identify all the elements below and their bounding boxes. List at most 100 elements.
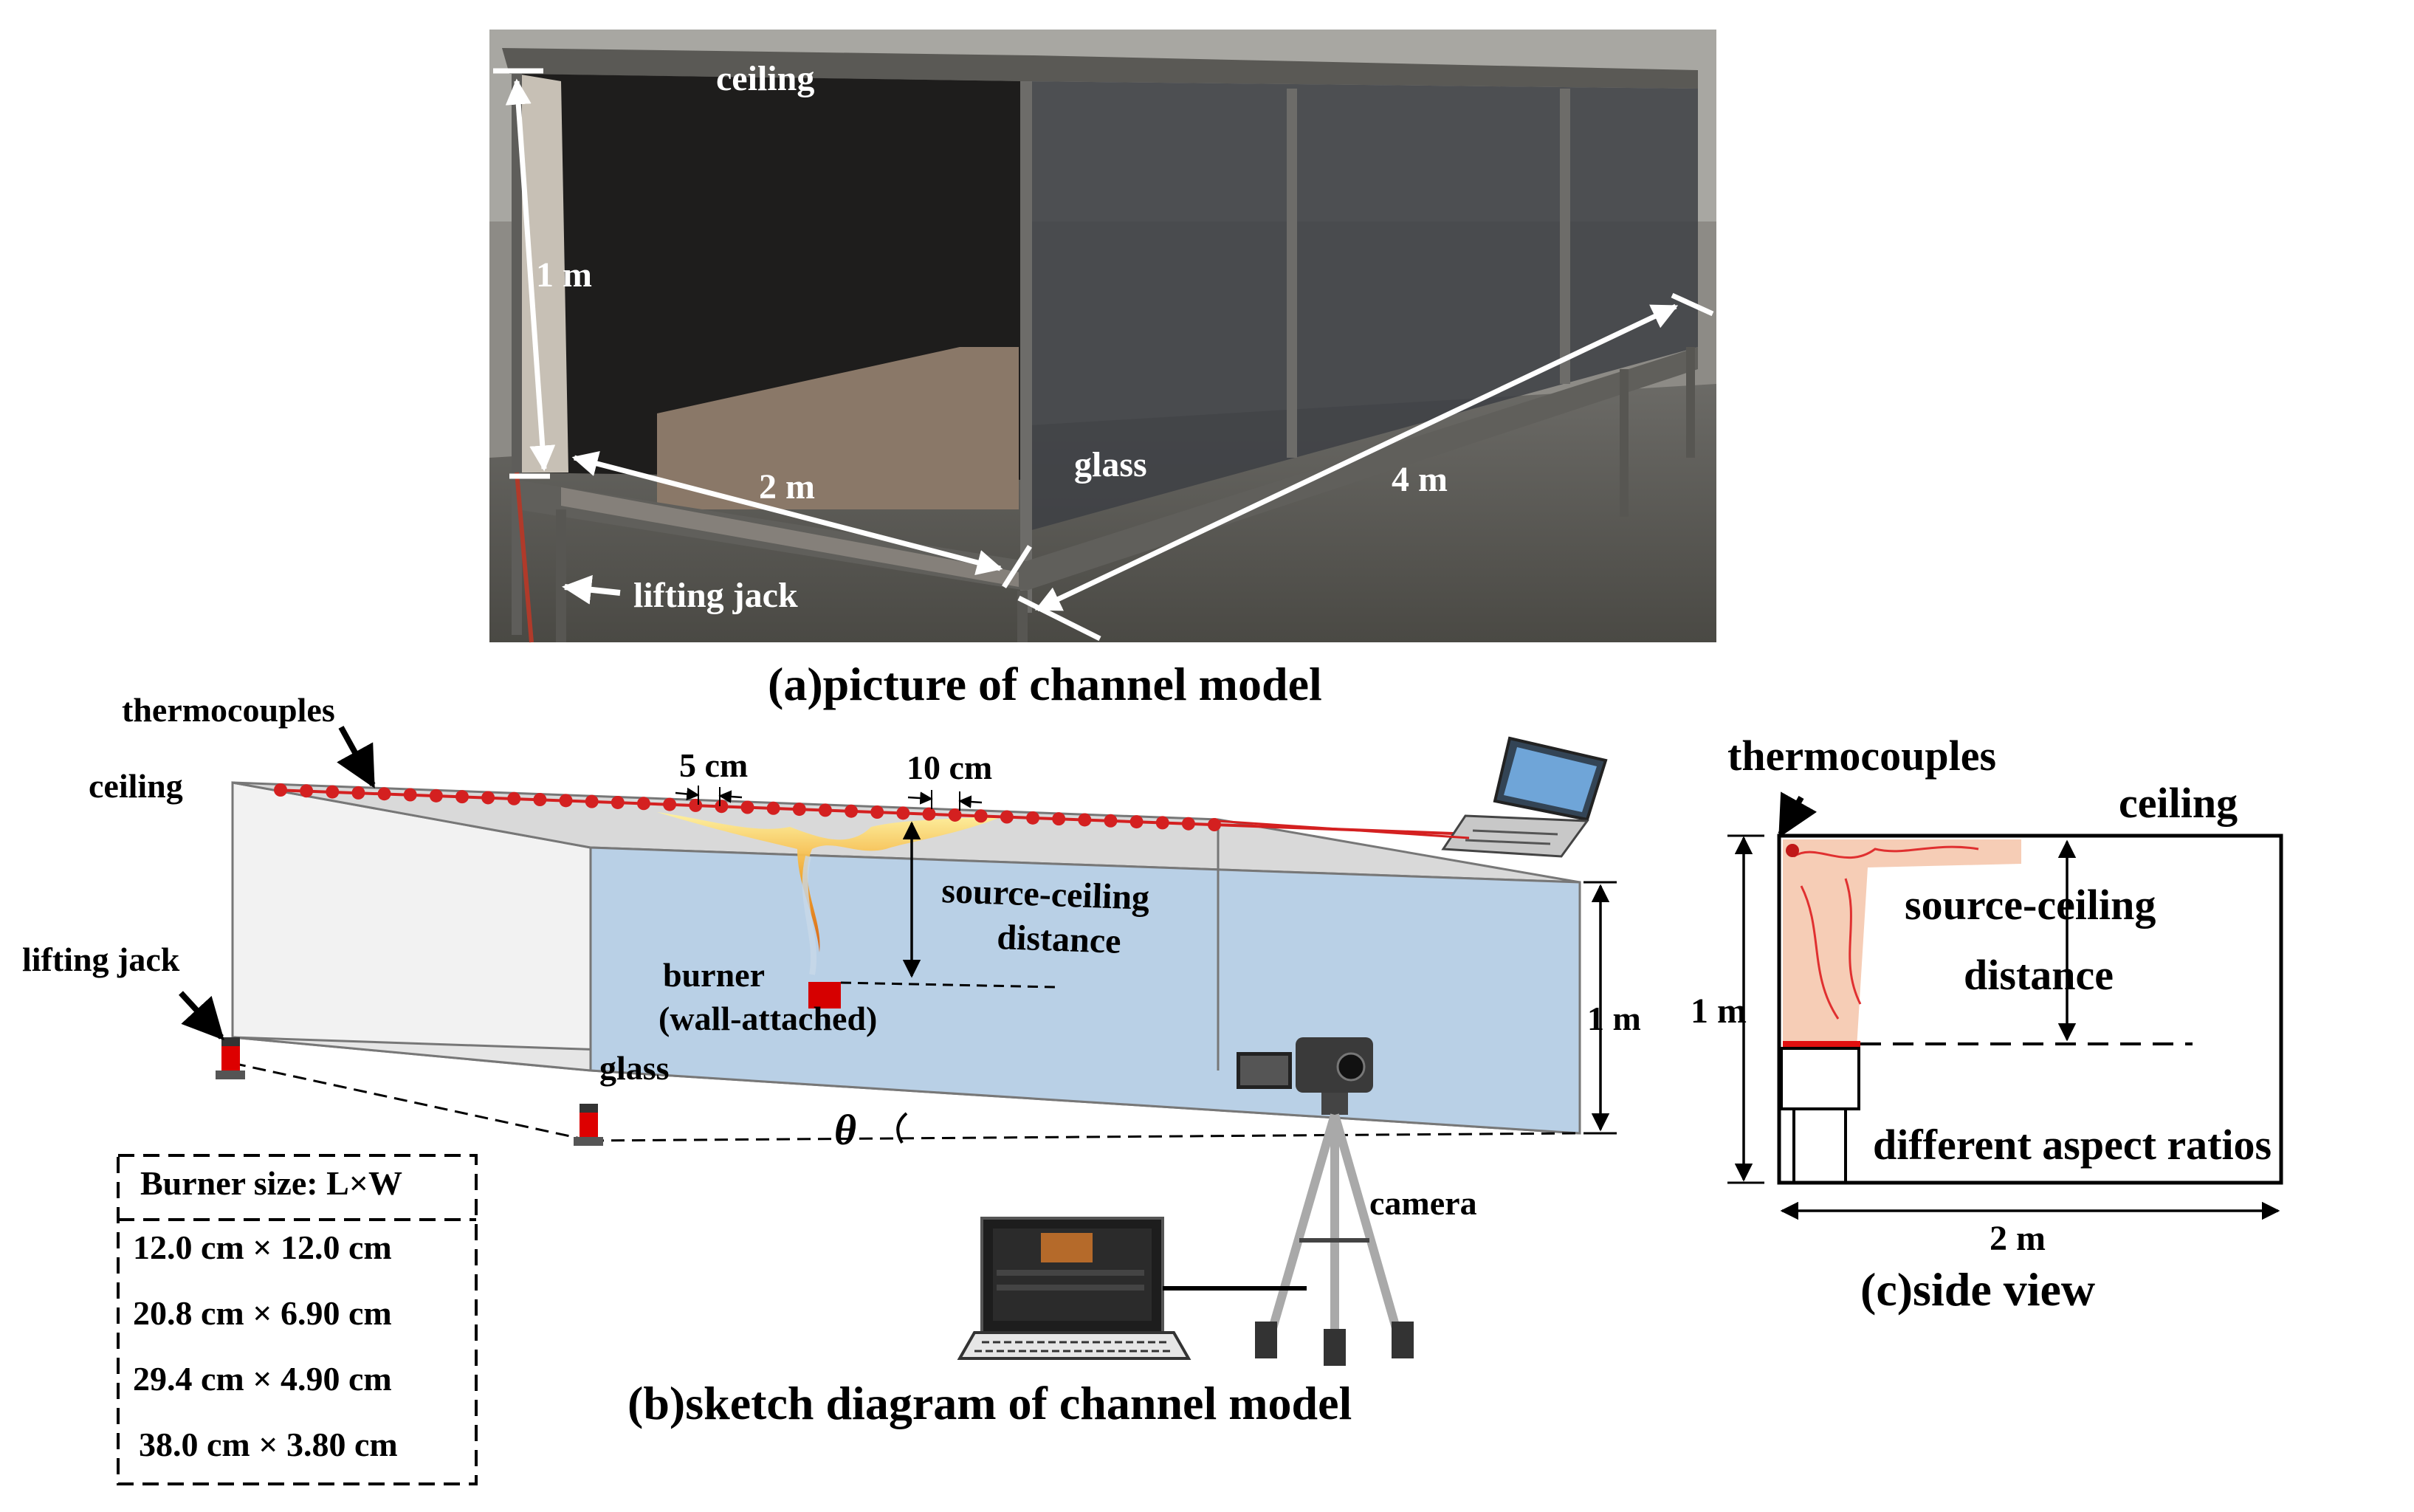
- thermocouple-dot: [1155, 816, 1169, 830]
- label-theta: θ: [834, 1106, 856, 1154]
- thermocouple-dot: [715, 800, 729, 814]
- label-width-c: 2 m: [1990, 1219, 2046, 1258]
- thermocouple-dot: [326, 785, 340, 799]
- label-aspect-ratios: different aspect ratios: [1873, 1121, 2272, 1169]
- photo-channel-model: [489, 30, 1716, 643]
- thermocouple-dot: [896, 806, 910, 820]
- thermocouple-dot: [429, 788, 443, 803]
- thermocouple-dot: [300, 784, 314, 798]
- caption-panel-b: (b)sketch diagram of channel model: [627, 1377, 1352, 1429]
- thermocouple-dot: [948, 808, 962, 822]
- thermocouple-dot: [559, 794, 573, 808]
- thermocouple-dot: [455, 790, 469, 804]
- thermocouple-point: [1786, 844, 1799, 857]
- thermocouple-dot: [1129, 815, 1144, 829]
- laptop-bottom-icon: [957, 1217, 1191, 1360]
- photo-label-ceiling: ceiling: [716, 59, 814, 98]
- thermocouples-arrow: [337, 726, 376, 788]
- label-height-c: 1 m: [1691, 992, 1747, 1031]
- thermocouple-dot: [403, 788, 417, 802]
- burner-size-item: 38.0 cm × 3.80 cm: [139, 1426, 398, 1463]
- ceiling-jet-streaks: [1793, 845, 1979, 1020]
- caption-panel-a: (a)picture of channel model: [768, 658, 1322, 710]
- thermocouple-dot: [1104, 814, 1118, 828]
- label-thermocouples-b: thermocouples: [122, 691, 335, 729]
- thermocouple-dot: [1026, 811, 1040, 825]
- thermocouple-dot: [1052, 812, 1066, 826]
- base-dashed-left: [232, 1062, 591, 1142]
- label-10cm: 10 cm: [907, 749, 992, 786]
- thermocouple-dot: [351, 786, 365, 800]
- thermocouple-dot: [611, 795, 625, 809]
- photo-dimension-2m: [571, 450, 1032, 588]
- side-view-outline: [1777, 834, 2283, 1185]
- thermocouple-dot: [845, 804, 859, 818]
- burner-size-item: 29.4 cm × 4.90 cm: [133, 1360, 392, 1398]
- thermocouple-dot: [974, 809, 988, 823]
- burner-size-box: [117, 1154, 478, 1485]
- caption-panel-c: (c)side view: [1860, 1263, 2095, 1316]
- laptop-icon: [1441, 736, 1608, 858]
- thermocouple-dot: [689, 798, 703, 812]
- label-ceiling-b: ceiling: [89, 767, 183, 805]
- label-burner: burner: [663, 956, 765, 994]
- spacing-marker-5cm: [675, 786, 743, 806]
- thermocouple-dot: [274, 783, 287, 797]
- camera-icon: [1237, 1037, 1373, 1115]
- thermocouple-dot: [1181, 817, 1195, 831]
- label-distance-c: distance: [1964, 951, 2114, 999]
- label-distance-b: distance: [997, 918, 1122, 961]
- label-height-b: 1 m: [1587, 1000, 1641, 1037]
- base-dashed-bottom: [590, 1132, 1581, 1142]
- label-camera: camera: [1369, 1184, 1477, 1222]
- label-ceiling-c: ceiling: [2119, 779, 2238, 827]
- burner-size-item: 20.8 cm × 6.90 cm: [133, 1294, 392, 1332]
- burner-size-item: 12.0 cm × 12.0 cm: [133, 1228, 392, 1266]
- photo-dimension-4m: [1017, 292, 1714, 642]
- thermocouple-dot: [1000, 810, 1014, 824]
- side-thermocouples-arrow: [1778, 791, 1818, 838]
- label-glass-b: glass: [599, 1049, 670, 1087]
- thermocouple-dot: [663, 797, 677, 811]
- tripod-icon: [1255, 1113, 1414, 1366]
- lifting-jack-arrow: [179, 991, 224, 1041]
- thermocouple-dot: [818, 803, 832, 817]
- thermocouple-dot: [636, 797, 650, 811]
- flame: [657, 812, 1004, 975]
- thermocouple-dot: [585, 794, 599, 808]
- thermocouple-dot: [922, 807, 936, 821]
- thermocouple-dot: [533, 793, 547, 807]
- thermocouple-dot: [1078, 813, 1092, 827]
- thermocouple-dot: [507, 791, 521, 805]
- burner-reference-line: [840, 981, 1056, 989]
- label-wall-attached: (wall-attached): [658, 1000, 877, 1037]
- lifting-jack-right: [574, 1104, 603, 1146]
- burner-block: [808, 982, 841, 1008]
- photo-label-1m: 1 m: [536, 255, 592, 295]
- burner-size-title: Burner size: L×W: [140, 1164, 402, 1202]
- photo-dimension-1m: [493, 68, 556, 479]
- thermocouple-dot: [870, 805, 884, 819]
- label-source-ceiling-c: source-ceiling: [1905, 881, 2156, 929]
- thermocouple-dot: [481, 791, 495, 805]
- label-lifting-jack-b: lifting jack: [22, 941, 180, 978]
- photo-label-lifting-jack: lifting jack: [633, 576, 798, 615]
- thermocouple-dot: [740, 800, 754, 814]
- burner-stand: [1780, 1047, 1860, 1181]
- spacing-marker-10cm: [907, 790, 983, 811]
- lifting-jack-left: [216, 1037, 245, 1079]
- label-source-ceiling-b: source-ceiling: [941, 871, 1150, 918]
- height-dimension-1m: [1583, 881, 1617, 1135]
- thermocouple-dot: [1208, 818, 1221, 831]
- thermocouple-dot: [766, 801, 780, 815]
- thermocouple-cable: [1217, 819, 1470, 839]
- theta-arc: [896, 1112, 908, 1144]
- ceiling-jet-region: [1783, 839, 2021, 1048]
- thermocouple-dot: [377, 787, 391, 801]
- label-thermocouples-c: thermocouples: [1727, 732, 1996, 780]
- photo-label-4m: 4 m: [1392, 460, 1448, 499]
- photo-label-glass: glass: [1074, 445, 1147, 484]
- label-5cm: 5 cm: [679, 746, 748, 784]
- thermocouple-dot: [792, 803, 806, 817]
- photo-label-2m: 2 m: [759, 467, 815, 506]
